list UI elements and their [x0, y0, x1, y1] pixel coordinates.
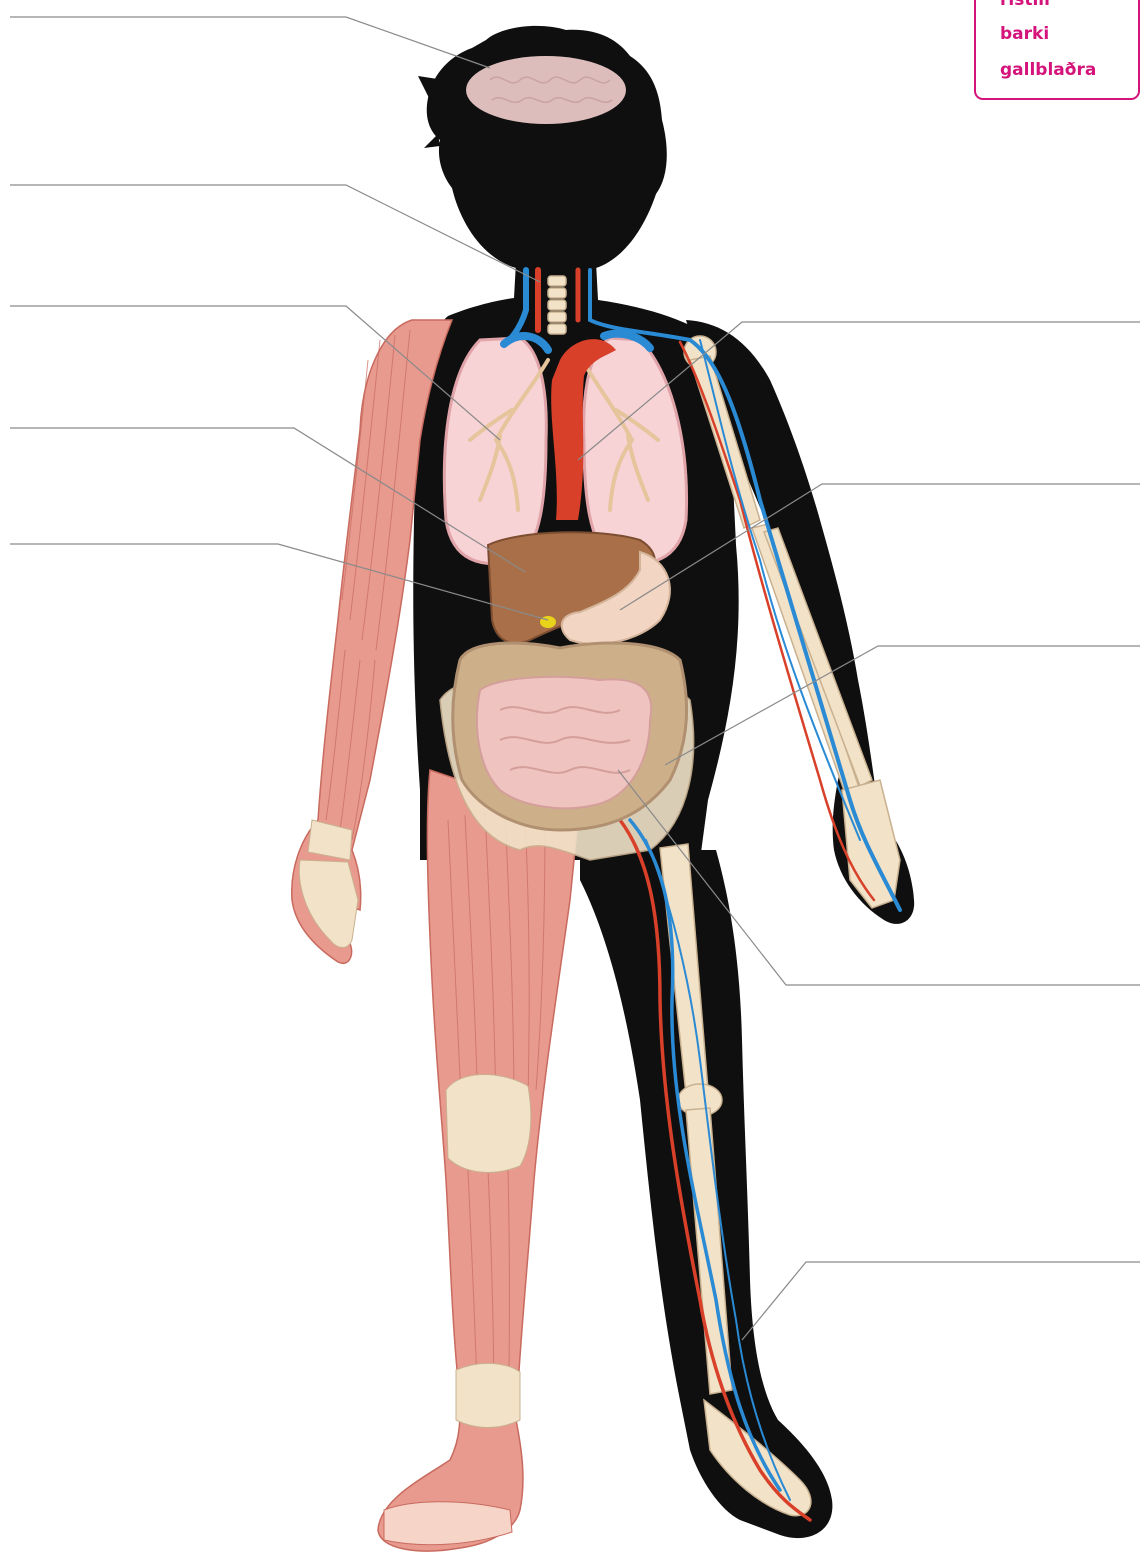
word-bank-item: barki [1000, 26, 1049, 43]
intestines [453, 643, 687, 830]
left-leg-muscles [378, 770, 578, 1551]
word-bank-item: ristill [1000, 0, 1050, 9]
word-bank-box [974, 0, 1140, 100]
leader-large-intestine [665, 646, 1140, 765]
leader-brain [10, 17, 490, 68]
word-bank-item: gallblaðra [1000, 62, 1096, 79]
gallbladder [540, 616, 556, 628]
leader-blood-vessels [742, 1262, 1140, 1340]
brain [466, 56, 626, 124]
